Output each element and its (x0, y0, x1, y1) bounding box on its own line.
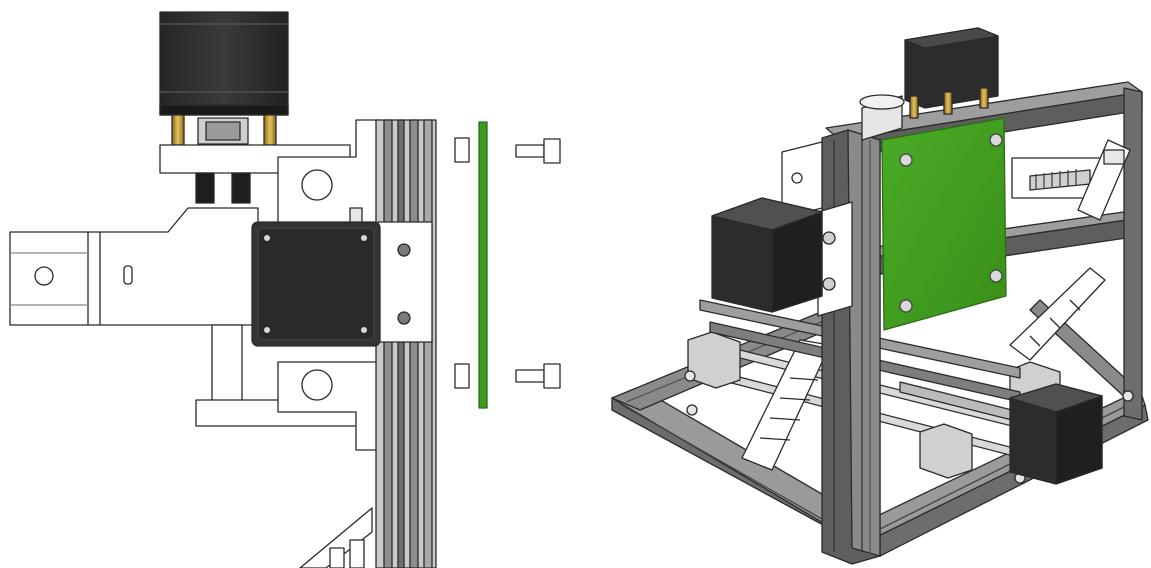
aluminum-extrusion-icon (375, 119, 437, 568)
bolt-icon (515, 363, 561, 389)
aluminum-extrusion-icon (1123, 87, 1143, 421)
stepper-motor-icon (904, 27, 999, 119)
pcb-board-icon (478, 121, 488, 409)
aluminum-extrusion-icon (821, 129, 881, 565)
bracket-icon (1077, 139, 1131, 221)
stepper-motor-icon (159, 11, 289, 146)
bracket-icon (859, 94, 905, 141)
bracket-icon (277, 361, 381, 451)
nut-icon (454, 363, 470, 389)
bracket-icon (277, 119, 381, 231)
isometric-assembly-view (611, 27, 1149, 565)
side-exploded-view (9, 11, 561, 568)
pcb-board-icon (881, 117, 1007, 331)
bracket-icon (9, 207, 259, 326)
bolt-icon (515, 138, 561, 164)
bracket-icon (377, 221, 433, 343)
stepper-motor-icon (711, 197, 823, 313)
nut-icon (454, 137, 470, 163)
bracket-icon (781, 141, 853, 317)
aluminum-extrusion-icon (299, 507, 373, 568)
stepper-motor-icon (251, 221, 381, 347)
stepper-motor-icon (1009, 383, 1103, 485)
nut-icon (684, 370, 1134, 484)
